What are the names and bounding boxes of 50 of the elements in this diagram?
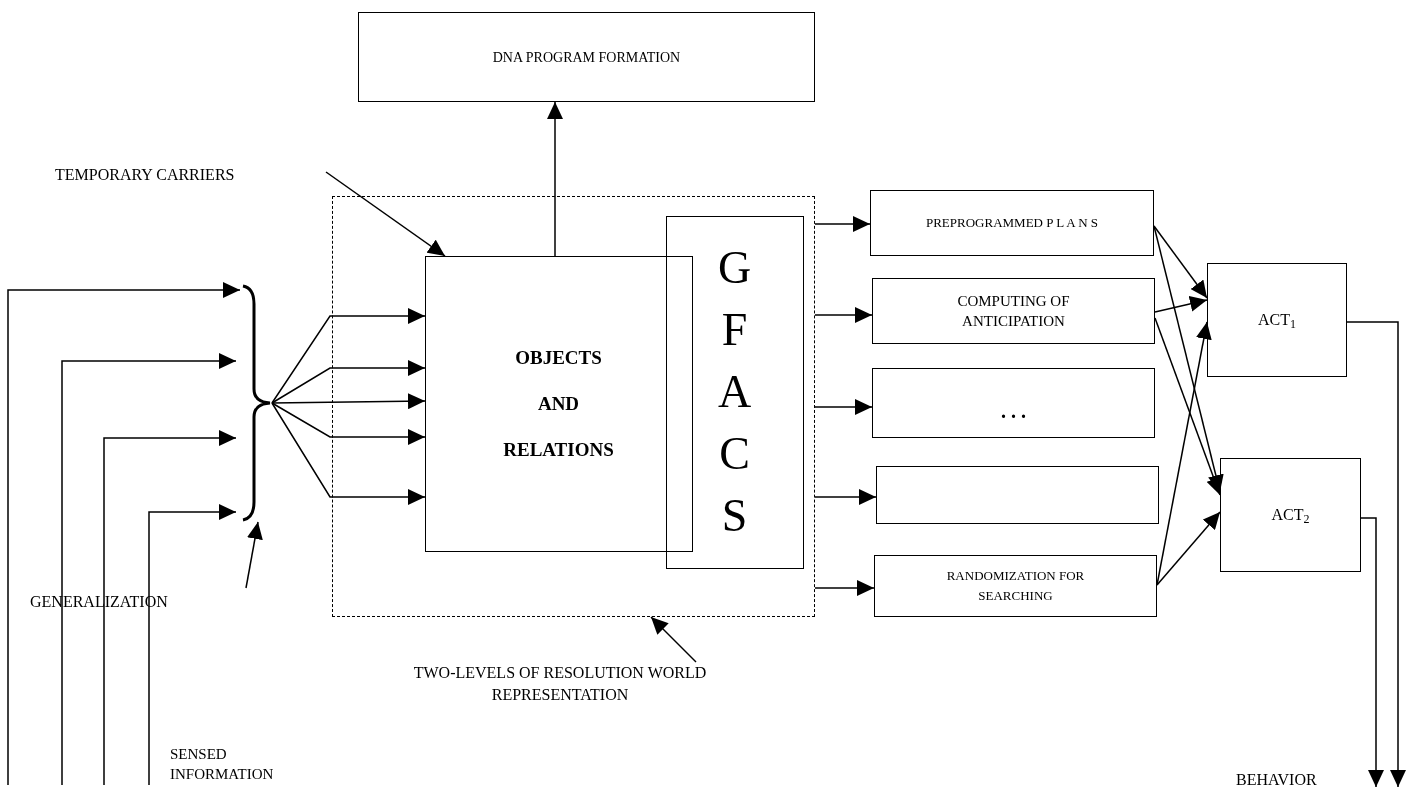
box-label: DNA PROGRAM FORMATION — [492, 48, 681, 67]
process-box — [424, 255, 693, 552]
arrow — [814, 489, 877, 505]
annotation-text: BEHAVIOR — [1236, 770, 1318, 790]
arrow — [271, 360, 426, 404]
arrow — [148, 504, 237, 786]
process-box — [876, 466, 1159, 524]
process-box — [874, 555, 1157, 617]
process-box — [1207, 263, 1347, 377]
arrow — [1154, 296, 1208, 313]
arrow — [271, 402, 426, 505]
process-box — [872, 368, 1155, 438]
arrow — [1360, 517, 1384, 788]
process-box — [872, 278, 1155, 344]
process-box — [1220, 458, 1361, 572]
arrow — [1153, 225, 1208, 299]
arrow — [271, 402, 426, 445]
leader-line — [325, 171, 446, 257]
dashed-boundary-box — [332, 196, 815, 617]
box-label: OBJECTS AND RELATIONS — [502, 345, 615, 462]
arrow — [1156, 321, 1212, 586]
leader-line — [650, 616, 697, 663]
callout-text: TEMPORARY CARRIERS — [55, 163, 325, 189]
arrow — [103, 430, 237, 786]
arrow — [814, 216, 871, 232]
arrow — [61, 353, 237, 786]
box-label: GFACS — [716, 241, 753, 543]
arrow — [271, 393, 426, 410]
arrow — [814, 580, 875, 596]
arrow — [1156, 511, 1221, 586]
box-label: ACT$_{2}$ — [1271, 505, 1310, 527]
leader-line — [245, 521, 263, 589]
arrow — [547, 101, 563, 257]
process-box — [665, 215, 804, 569]
curly-brace — [240, 284, 272, 522]
box-label: PREPROGRAMMED P L A N S — [924, 214, 1100, 232]
arrow — [814, 399, 873, 415]
arrow — [1346, 321, 1406, 788]
box-label: COMPUTING OF ANTICIPATION — [956, 292, 1071, 331]
arrow — [7, 282, 241, 786]
arrow — [814, 307, 873, 323]
callout-text: TWO-LEVELS OF RESOLUTION WORLD REPRESENTATION — [385, 662, 735, 710]
box-label: ACT$_{1}$ — [1258, 310, 1296, 332]
annotation-text: SENSED INFORMATION — [170, 745, 275, 784]
arrow — [271, 308, 426, 404]
box-label: RANDOMIZATION FOR SEARCHING — [945, 567, 1086, 605]
arrow — [1154, 317, 1222, 496]
box-label: . . . — [1001, 399, 1026, 424]
process-box — [870, 190, 1154, 256]
process-box — [358, 12, 815, 102]
